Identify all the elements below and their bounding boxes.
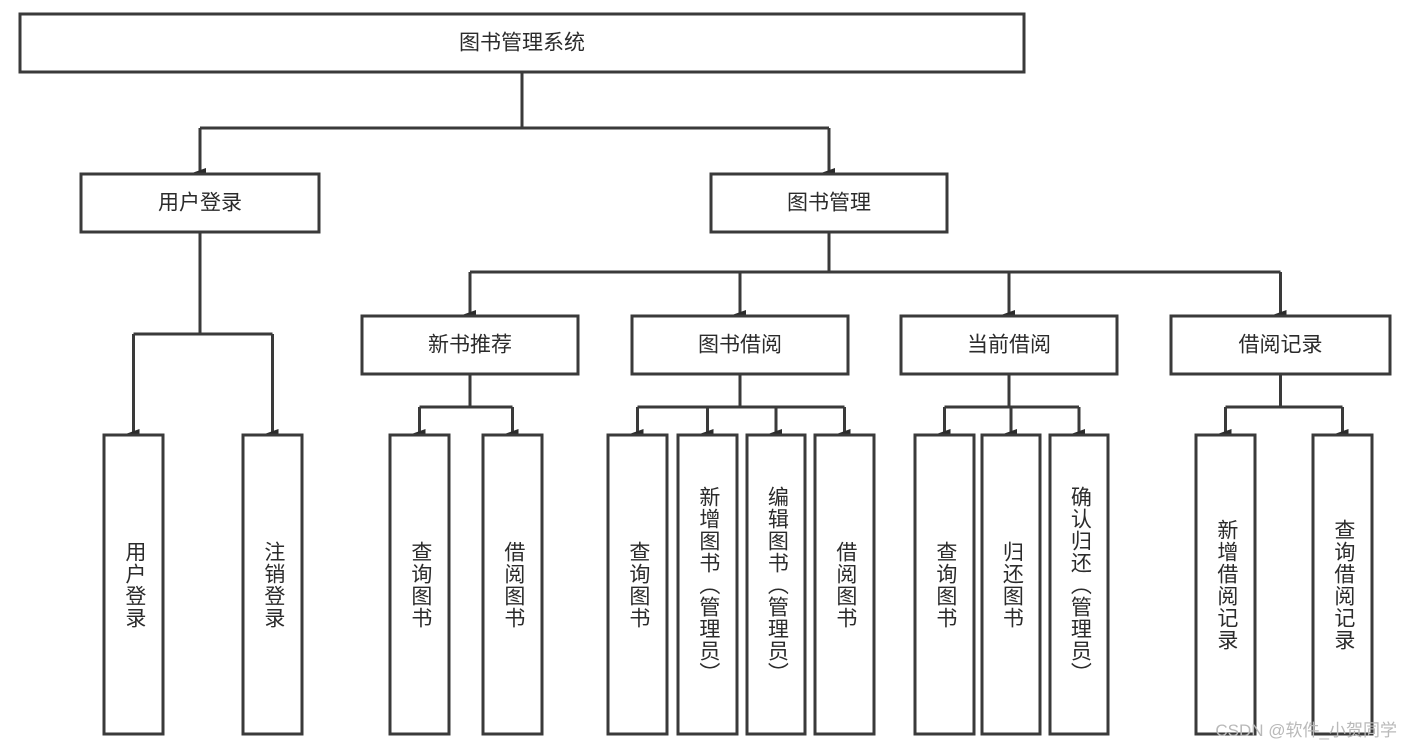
tree-node[interactable] [606, 433, 669, 736]
node-label: 图书管理系统 [459, 32, 585, 55]
node-label: 图书借阅 [698, 334, 782, 357]
node-box[interactable] [388, 433, 451, 736]
node-box[interactable] [1194, 433, 1257, 736]
tree-node[interactable] [745, 433, 807, 736]
tree-node[interactable] [360, 314, 580, 376]
tree-node[interactable] [1048, 433, 1110, 736]
tree-node[interactable] [676, 433, 739, 736]
node-box[interactable] [745, 433, 807, 736]
node-box[interactable] [102, 433, 165, 736]
tree-node[interactable] [1169, 314, 1392, 376]
node-box[interactable] [630, 314, 850, 376]
node-box[interactable] [18, 12, 1026, 74]
node-box[interactable] [980, 433, 1042, 736]
node-box[interactable] [481, 433, 544, 736]
node-box[interactable] [1048, 433, 1110, 736]
tree-node[interactable] [241, 433, 304, 736]
node-box[interactable] [1169, 314, 1392, 376]
tree-node[interactable] [980, 433, 1042, 736]
tree-node[interactable] [1311, 433, 1374, 736]
tree-node[interactable] [709, 172, 949, 234]
tree-node[interactable] [79, 172, 321, 234]
node-box[interactable] [913, 433, 976, 736]
tree-node[interactable] [18, 12, 1026, 74]
node-box[interactable] [899, 314, 1119, 376]
tree-node[interactable] [913, 433, 976, 736]
node-box[interactable] [1311, 433, 1374, 736]
tree-node[interactable] [899, 314, 1119, 376]
node-label: 图书管理 [787, 192, 871, 215]
connectors-layer [125, 72, 1349, 439]
node-box[interactable] [360, 314, 580, 376]
tree-node[interactable] [481, 433, 544, 736]
node-label: 新书推荐 [428, 334, 512, 357]
node-box[interactable] [676, 433, 739, 736]
node-label: 当前借阅 [967, 334, 1051, 357]
node-label: 用户登录 [158, 192, 242, 215]
node-box[interactable] [813, 433, 876, 736]
tree-node[interactable] [102, 433, 165, 736]
node-box[interactable] [709, 172, 949, 234]
node-box[interactable] [606, 433, 669, 736]
tree-node[interactable] [813, 433, 876, 736]
tree-node[interactable] [388, 433, 451, 736]
node-box[interactable] [241, 433, 304, 736]
node-box[interactable] [79, 172, 321, 234]
tree-node[interactable] [630, 314, 850, 376]
tree-node[interactable] [1194, 433, 1257, 736]
node-label: 借阅记录 [1239, 334, 1323, 357]
